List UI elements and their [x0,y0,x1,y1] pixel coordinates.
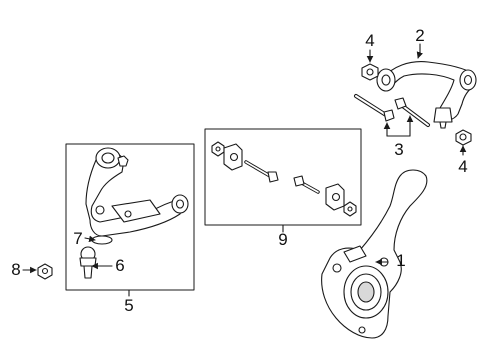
cam-washer-left [223,143,243,171]
hardware-group-box [204,128,362,226]
lower-control-arm [85,147,189,237]
callout-8: 8 [11,260,21,279]
steering-knuckle [321,169,428,339]
hardware-bolt-long [244,160,279,183]
callout-9: 9 [278,230,288,249]
upper-control-arm [376,61,477,129]
lower-arm-group-box [65,143,195,291]
ball-joint-nut [37,263,53,280]
callout-2: 2 [415,26,425,45]
callout-7: 7 [73,229,83,248]
callout-6: 6 [115,256,125,275]
callout-4-bottom: 4 [458,157,468,176]
callout-3: 3 [394,140,404,159]
cam-bolt-lower [394,97,430,127]
leader-lines [22,43,467,297]
lower-arm-stud-nut [117,155,129,167]
callout-5: 5 [124,296,134,315]
ball-joint [79,246,97,279]
flange-nut-bottom [455,129,472,146]
cam-bolt-upper [354,94,395,122]
callout-1: 1 [396,251,406,270]
hardware-bolt-short [293,175,320,194]
hardware-nut-right [343,201,357,217]
callout-4-top: 4 [365,31,375,50]
hardware-nut-small [211,141,225,157]
flange-nut-top [361,63,379,81]
cam-washer-right [325,183,345,211]
